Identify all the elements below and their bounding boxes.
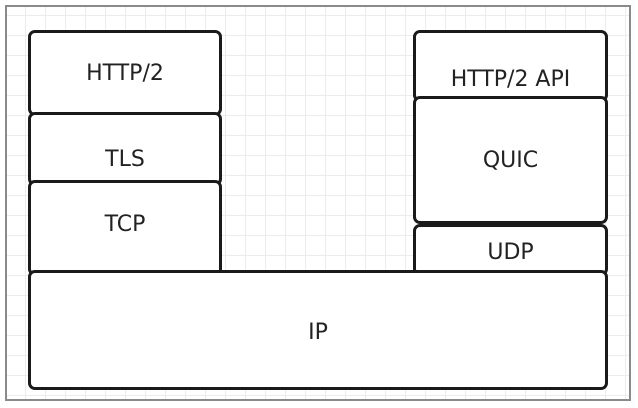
http2-label: HTTP/2 <box>86 60 164 86</box>
quic-label: QUIC <box>482 147 539 173</box>
tls-label: TLS <box>105 146 145 172</box>
http2-api-label: HTTP/2 API <box>450 66 571 92</box>
quic-layer-box: QUIC <box>413 96 608 224</box>
ip-label: IP <box>308 319 328 345</box>
tcp-label: TCP <box>104 211 146 237</box>
udp-label: UDP <box>487 239 534 265</box>
ip-layer-box: IP <box>28 270 608 390</box>
tcp-layer-box: TCP <box>28 180 222 276</box>
tls-layer-box: TLS <box>28 112 222 186</box>
http2-layer-box: HTTP/2 <box>28 30 222 116</box>
http2-api-layer-box: HTTP/2 API <box>413 30 608 102</box>
udp-layer-box: UDP <box>413 224 608 276</box>
